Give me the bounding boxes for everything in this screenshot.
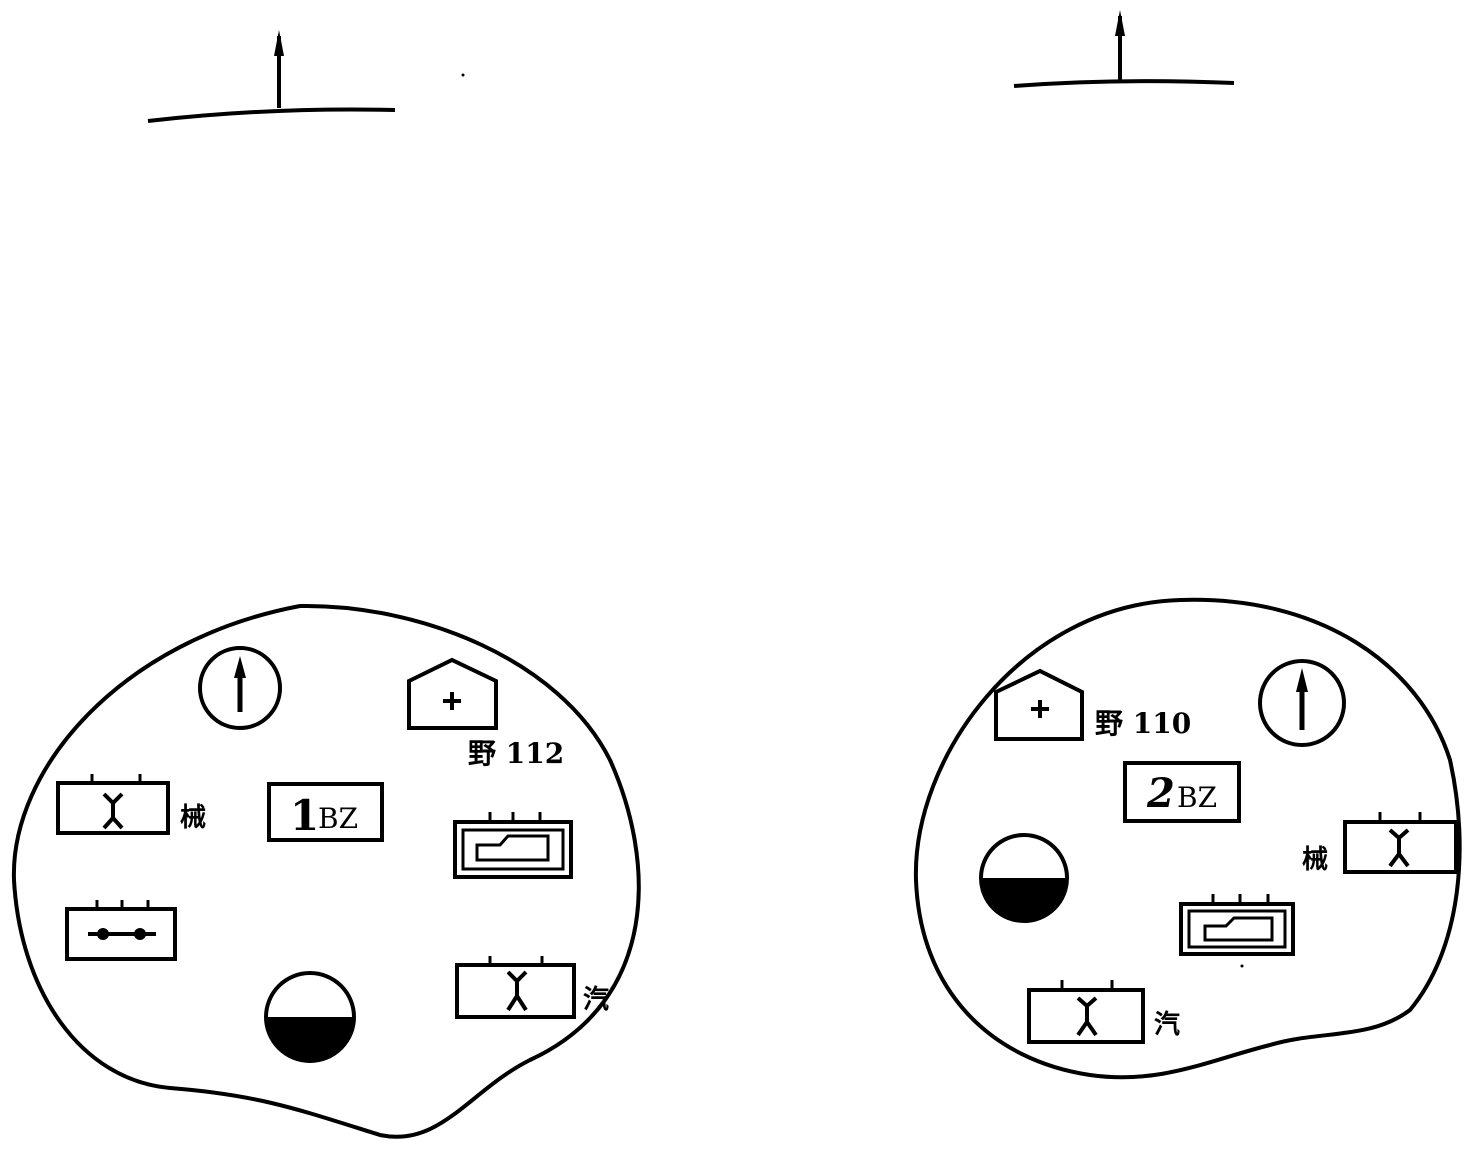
auto-label: 汽 [1154, 1010, 1180, 1040]
tank-repair-icon [453, 812, 573, 879]
assembly-area-1: 野 112 械 1 BZ [11, 603, 641, 1139]
mechanic-label: 械 [180, 803, 206, 833]
scan-dot [461, 73, 465, 77]
north-arrow-icon [198, 646, 282, 730]
field-hospital-label: 野 110 [1095, 707, 1191, 740]
auto-repair-icon [1027, 980, 1145, 1044]
area-2-boundary [913, 597, 1462, 1080]
unit-id-box: 2 BZ [1123, 761, 1241, 823]
unit-code: BZ [1177, 781, 1217, 814]
scan-dot [1240, 964, 1244, 968]
pipeline-icon [65, 900, 177, 961]
north-arrow-icon [1258, 659, 1346, 747]
field-hospital-icon [994, 668, 1084, 741]
auto-repair-icon [455, 956, 576, 1019]
assembly-area-2: 野 110 2 BZ 械 [913, 597, 1462, 1080]
unit-number: 1 [290, 791, 319, 840]
unit-id-box: 1 BZ [267, 782, 384, 842]
mechanical-repair-icon [1343, 812, 1458, 874]
unit-code: BZ [318, 802, 358, 835]
top-marker-left [147, 30, 396, 123]
mechanic-label: 械 [1302, 845, 1328, 875]
tank-repair-icon [1179, 894, 1295, 956]
auto-label: 汽 [583, 985, 609, 1015]
supply-depot-icon [979, 833, 1069, 923]
top-marker-right [1013, 10, 1235, 88]
field-hospital-label: 野 112 [468, 737, 564, 770]
unit-number: 2 [1146, 770, 1175, 817]
mechanical-repair-icon [56, 774, 170, 835]
field-hospital-icon [407, 657, 498, 730]
area-1-boundary [11, 603, 641, 1139]
supply-depot-icon [264, 971, 356, 1063]
